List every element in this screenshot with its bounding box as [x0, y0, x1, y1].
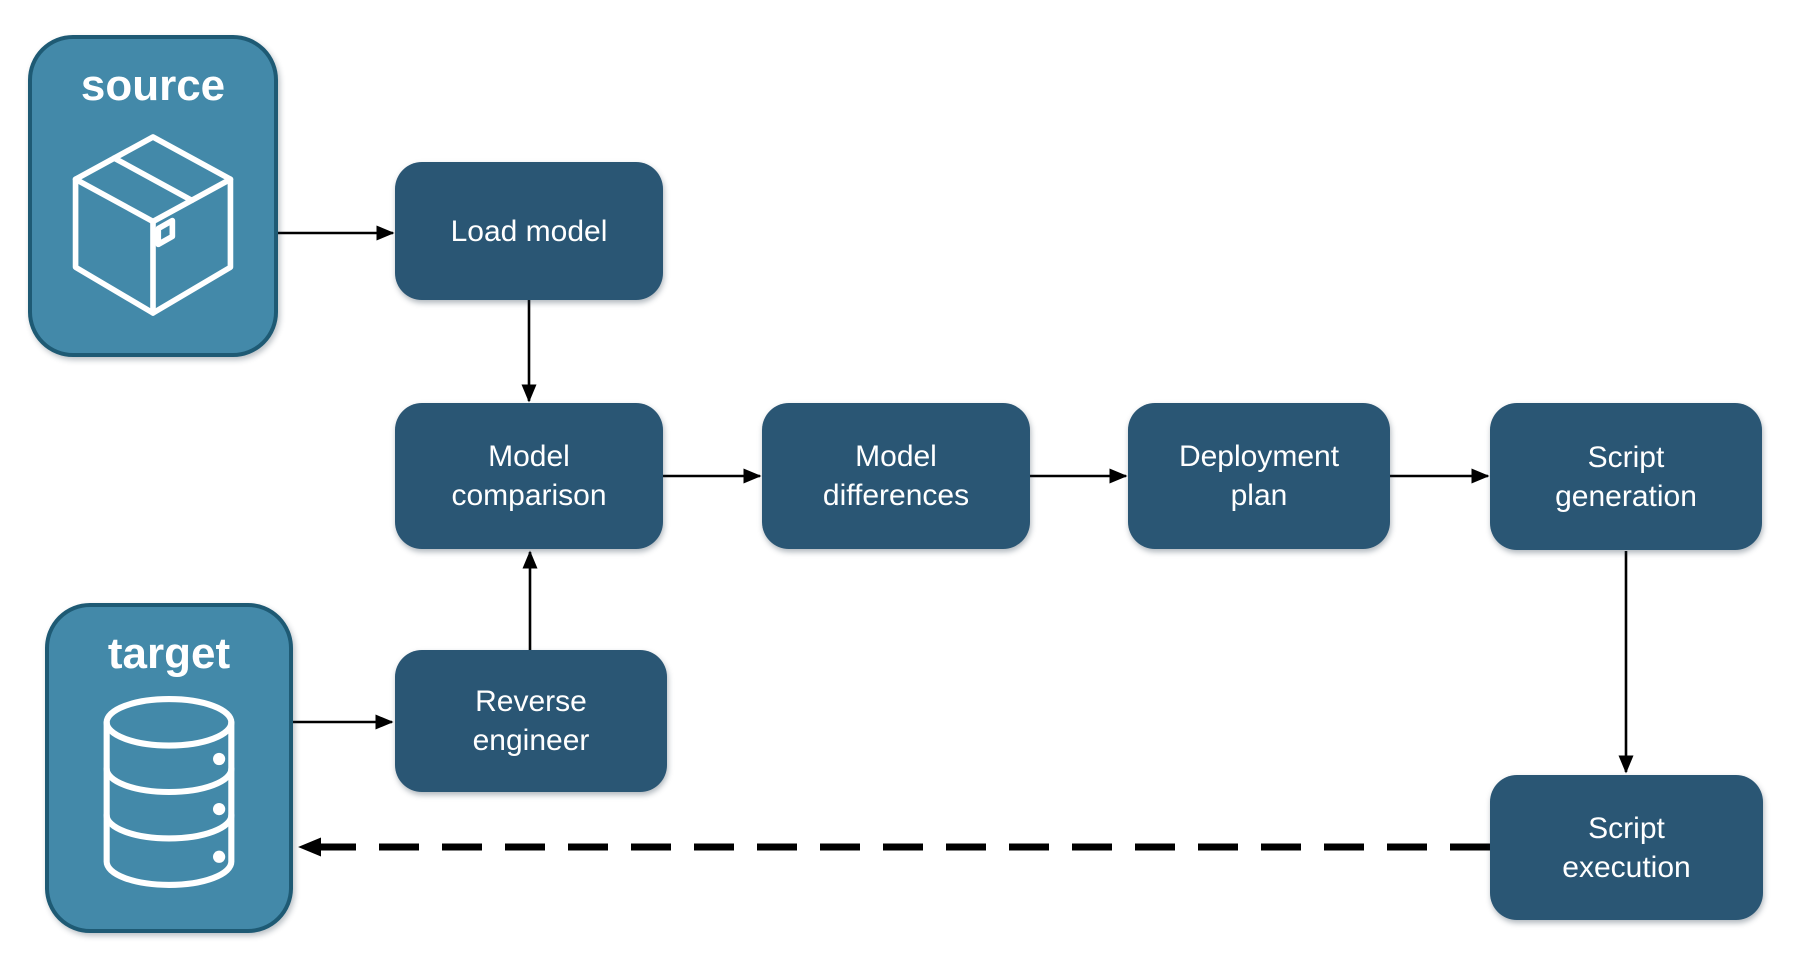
- source-node: source: [28, 35, 278, 357]
- step-load-model-label: Load model: [450, 214, 608, 248]
- step-deployment-plan: Deployment plan: [1128, 403, 1390, 549]
- step-load-model: Load model: [395, 162, 663, 300]
- step-model-comparison: Model comparison: [395, 403, 663, 549]
- step-model-differences-label: Model differences: [822, 440, 970, 512]
- step-script-generation-label: Script generation: [1555, 440, 1697, 513]
- step-model-differences: Model differences: [762, 403, 1030, 549]
- step-deployment-plan-label: Deployment plan: [1178, 440, 1340, 512]
- step-script-generation: Script generation: [1490, 403, 1762, 550]
- database-icon: [103, 696, 235, 888]
- target-node: target: [45, 603, 293, 933]
- step-reverse-engineer: Reverse engineer: [395, 650, 667, 792]
- source-label: source: [80, 61, 226, 110]
- step-model-comparison-label: Model comparison: [451, 440, 607, 512]
- step-script-execution: Script execution: [1490, 775, 1763, 920]
- step-script-execution-label: Script execution: [1562, 811, 1691, 884]
- package-icon: [72, 134, 234, 316]
- step-reverse-engineer-label: Reverse engineer: [472, 685, 590, 757]
- target-label: target: [107, 629, 231, 678]
